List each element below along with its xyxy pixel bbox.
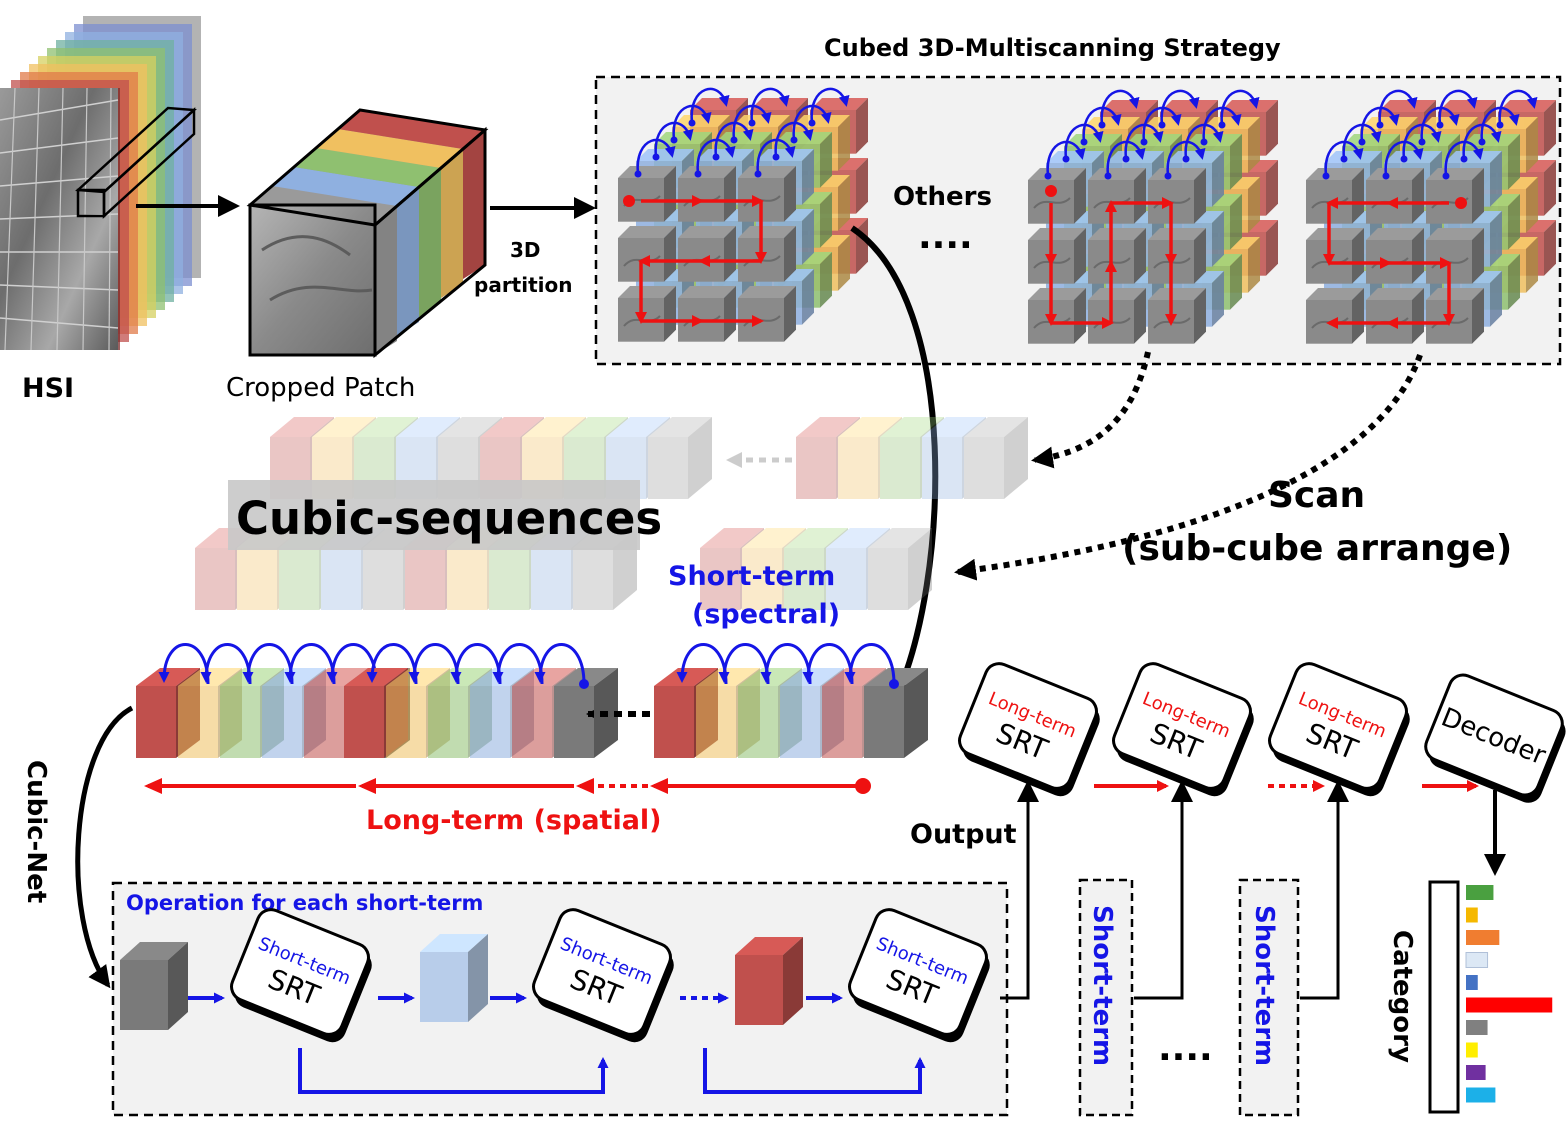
strategy-title: Cubed 3D-Multiscanning Strategy: [824, 34, 1281, 62]
main-cubic-sequence: [136, 643, 928, 758]
seq-a-arc-2: [200, 643, 252, 685]
category-bar-4: [1466, 975, 1478, 990]
hsi-image-stack: [0, 16, 201, 351]
scan-cube-snake: [1306, 89, 1556, 344]
decoder: Decoder: [1424, 673, 1566, 803]
op-cube-red: [735, 937, 803, 1025]
short-term-vertical-2: Short-term: [1249, 905, 1279, 1066]
decoder-block: Decoder: [1424, 673, 1566, 803]
short-term-2-connector: [1300, 780, 1349, 1000]
scan-dotted-arrow-2: [954, 354, 1423, 581]
category-bar-1: [1466, 907, 1478, 923]
seq-c-cube-5: [864, 668, 928, 758]
others-ellipsis: ....: [918, 216, 973, 257]
category-bar-6: [1466, 1020, 1488, 1035]
operation-label: Operation for each short-term: [126, 891, 483, 915]
seq-a-arc-3: [242, 643, 294, 685]
hsi-label: HSI: [22, 373, 74, 404]
category-label: Category: [1387, 930, 1417, 1063]
seq-b-arc-3: [450, 643, 502, 685]
op-cube-blue: [420, 934, 488, 1022]
scan-label-line2: (sub-cube arrange): [1122, 528, 1512, 569]
seq-c-arc-2: [718, 643, 770, 685]
cropped-patch-label: Cropped Patch: [226, 373, 415, 403]
seq-a-arc-4: [284, 643, 336, 685]
category-bar-8: [1466, 1065, 1486, 1080]
seq-b-arc-2: [408, 643, 460, 685]
short-term-box-2: Short-term: [1238, 878, 1300, 1117]
short-term-spectral-line2: (spectral): [692, 599, 840, 630]
scan-label-line1: Scan: [1268, 475, 1365, 516]
operation-arrows: [188, 992, 926, 1094]
operation-cubes: [120, 934, 803, 1030]
seq-b-arc-1: [366, 643, 418, 685]
output-label: Output: [910, 819, 1017, 850]
scan-cube-column: [1028, 89, 1278, 344]
short-term-box-1: Short-term: [1078, 878, 1134, 1117]
partition-label-line2: partition: [474, 273, 573, 297]
scan-dotted-arrow-1: [1031, 351, 1151, 469]
long-term-arrow: [144, 778, 871, 794]
short-term-spectral-line1: Short-term: [668, 561, 835, 592]
category-bar-7: [1466, 1042, 1478, 1058]
seq-c-arc-4: [802, 643, 854, 685]
category-bar-9: [1466, 1087, 1496, 1103]
cubic-sequences-label: Cubic-sequences: [236, 492, 662, 545]
main-flow-curve: [850, 225, 939, 704]
category-box: [1428, 880, 1460, 1114]
hsi-satellite-image: [0, 88, 118, 350]
short-term-vertical-1: Short-term: [1087, 905, 1117, 1066]
cubic-net-label: Cubic-Net: [21, 760, 51, 903]
seq-c-arc-5: [844, 643, 896, 685]
cropped-patch-cube: [246, 108, 489, 359]
seq-b-arc-5: [534, 643, 586, 685]
output-connector: [1000, 780, 1039, 1000]
op-cube-gray: [120, 942, 188, 1030]
cubic-net-curve: [75, 705, 134, 989]
category-bar-chart: [1465, 885, 1553, 1103]
seq-c-arc-1: [676, 643, 728, 685]
seq-b-arc-4: [492, 643, 544, 685]
cubic-sequences-box: [228, 480, 640, 550]
category-bar-0: [1466, 885, 1494, 900]
long-term-spatial-label: Long-term (spatial): [366, 805, 662, 836]
category-bar-3: [1465, 952, 1489, 968]
scan-cube-raster: [618, 87, 868, 342]
seq-a-arc-1: [158, 643, 210, 685]
category-bar-2: [1466, 930, 1500, 945]
short-term-1-connector: [1134, 780, 1193, 1000]
seq-b-arc-start: [579, 679, 589, 689]
partition-label-line1: 3D: [510, 238, 541, 262]
seq-c-arc-3: [760, 643, 812, 685]
seq-c-arc-start: [889, 679, 899, 689]
category-bar-5: [1466, 997, 1553, 1013]
bottom-ellipsis: ....: [1158, 1028, 1213, 1069]
others-label: Others: [893, 182, 992, 212]
